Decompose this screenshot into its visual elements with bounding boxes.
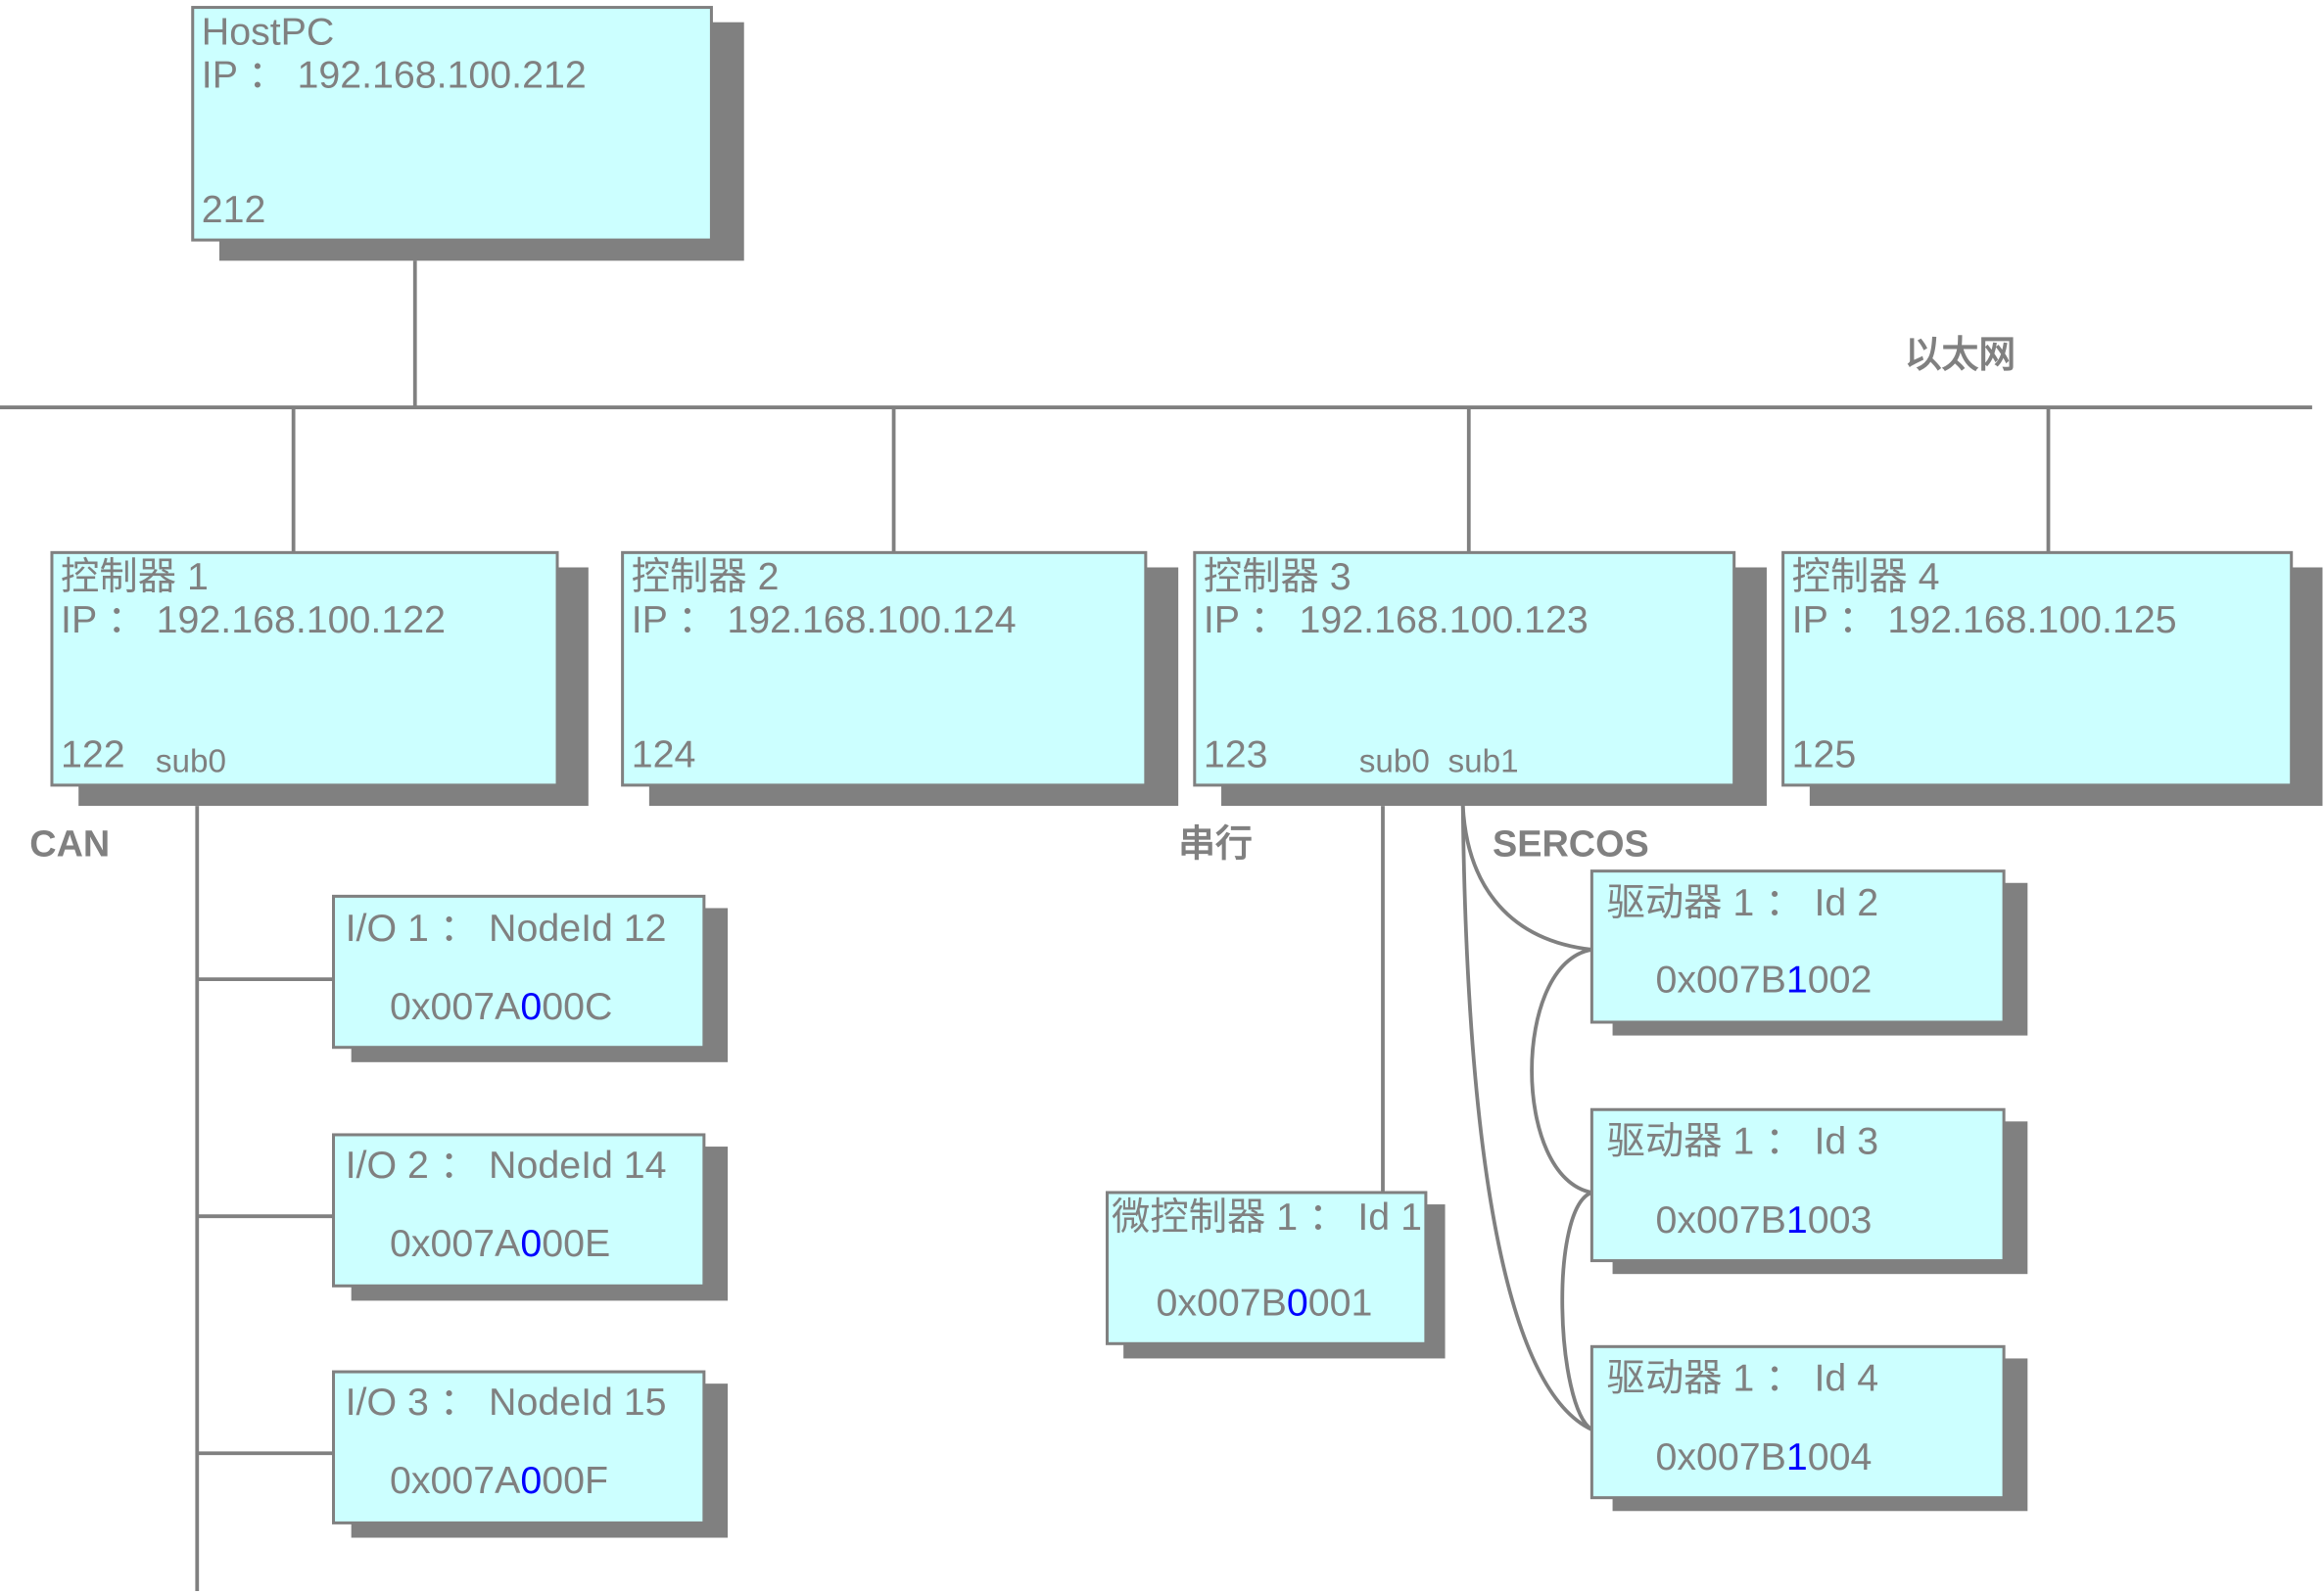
- controller-subnets: sub0 sub1: [1359, 743, 1519, 779]
- io-module-3-node[interactable]: I/O 3 ： NodeId 15 0x007A000F: [332, 1370, 729, 1538]
- microcontroller-title: 微控制器 1 ： Id 1: [1112, 1196, 1422, 1239]
- sercos-label: SERCOS: [1493, 824, 1649, 866]
- drive-id-3-node[interactable]: 驱动器 1 ： Id 3 0x007B1003: [1589, 1107, 2028, 1275]
- host-title: HostPC: [202, 10, 335, 53]
- controller-id: 125: [1792, 733, 1857, 776]
- drive-title: 驱动器 1 ： Id 4: [1607, 1357, 1879, 1400]
- controller-ip: IP ： 192.168.100.123: [1204, 598, 1589, 641]
- controller-title: 控制器 1: [61, 555, 209, 598]
- controller-ip: IP ： 192.168.100.124: [632, 598, 1017, 641]
- io-address: 0x007A000F: [390, 1459, 608, 1502]
- controller-ip: IP ： 192.168.100.125: [1792, 598, 2177, 641]
- host-ip: IP ： 192.168.100.212: [202, 53, 587, 96]
- microcontroller-node[interactable]: 微控制器 1 ： Id 1 0x007B0001: [1105, 1191, 1446, 1359]
- sercos-link-drive-2: [1460, 805, 1592, 952]
- controller-id: 122: [61, 733, 125, 776]
- controller-2-node[interactable]: 控制器 2 IP ： 192.168.100.124 124: [621, 550, 1179, 807]
- controller-1-node[interactable]: 控制器 1 IP ： 192.168.100.122 122 sub0: [50, 550, 589, 807]
- io-title: I/O 3 ： NodeId 15: [346, 1381, 667, 1424]
- io-title: I/O 2 ： NodeId 14: [346, 1144, 667, 1187]
- controller-title: 控制器 2: [632, 555, 780, 598]
- drive-address: 0x007B1003: [1655, 1198, 1872, 1242]
- can-label: CAN: [29, 824, 110, 866]
- io-address: 0x007A000C: [390, 985, 612, 1028]
- controller-title: 控制器 4: [1792, 555, 1940, 598]
- drive-id-4-node[interactable]: 驱动器 1 ： Id 4 0x007B1004: [1589, 1344, 2028, 1512]
- controller-4-node[interactable]: 控制器 4 IP ： 192.168.100.125 125: [1781, 550, 2323, 807]
- controller-title: 控制器 3: [1204, 555, 1352, 598]
- host-id: 212: [202, 188, 266, 231]
- sercos-link-drive-4: [1460, 806, 1593, 1431]
- drive-title: 驱动器 1 ： Id 2: [1607, 881, 1879, 924]
- io-title: I/O 1 ： NodeId 12: [346, 907, 667, 950]
- drive-id-2-node[interactable]: 驱动器 1 ： Id 2 0x007B1002: [1589, 869, 2028, 1036]
- drive-title: 驱动器 1 ： Id 3: [1607, 1120, 1879, 1163]
- microcontroller-address: 0x007B0001: [1156, 1282, 1372, 1325]
- controller-subnets: sub0: [156, 743, 226, 779]
- sercos-ring-2-3: [1530, 947, 1592, 1195]
- sercos-ring-3-4: [1560, 1191, 1593, 1431]
- drive-address: 0x007B1002: [1655, 959, 1872, 1002]
- ethernet-label: 以太网: [1905, 335, 2016, 376]
- controller-id: 124: [632, 733, 696, 776]
- io-module-1-node[interactable]: I/O 1 ： NodeId 12 0x007A000C: [332, 894, 729, 1062]
- controller-3-node[interactable]: 控制器 3 IP ： 192.168.100.123 123 sub0 sub1: [1193, 550, 1767, 807]
- io-module-2-node[interactable]: I/O 2 ： NodeId 14 0x007A000E: [332, 1133, 729, 1301]
- controller-id: 123: [1204, 733, 1268, 776]
- io-address: 0x007A000E: [390, 1222, 610, 1265]
- connections: [0, 260, 2312, 1591]
- host-pc-node[interactable]: HostPC IP ： 192.168.100.212 212: [191, 6, 744, 261]
- serial-label: 串行: [1178, 824, 1253, 866]
- drive-address: 0x007B1004: [1655, 1435, 1872, 1478]
- controller-ip: IP ： 192.168.100.122: [61, 598, 446, 641]
